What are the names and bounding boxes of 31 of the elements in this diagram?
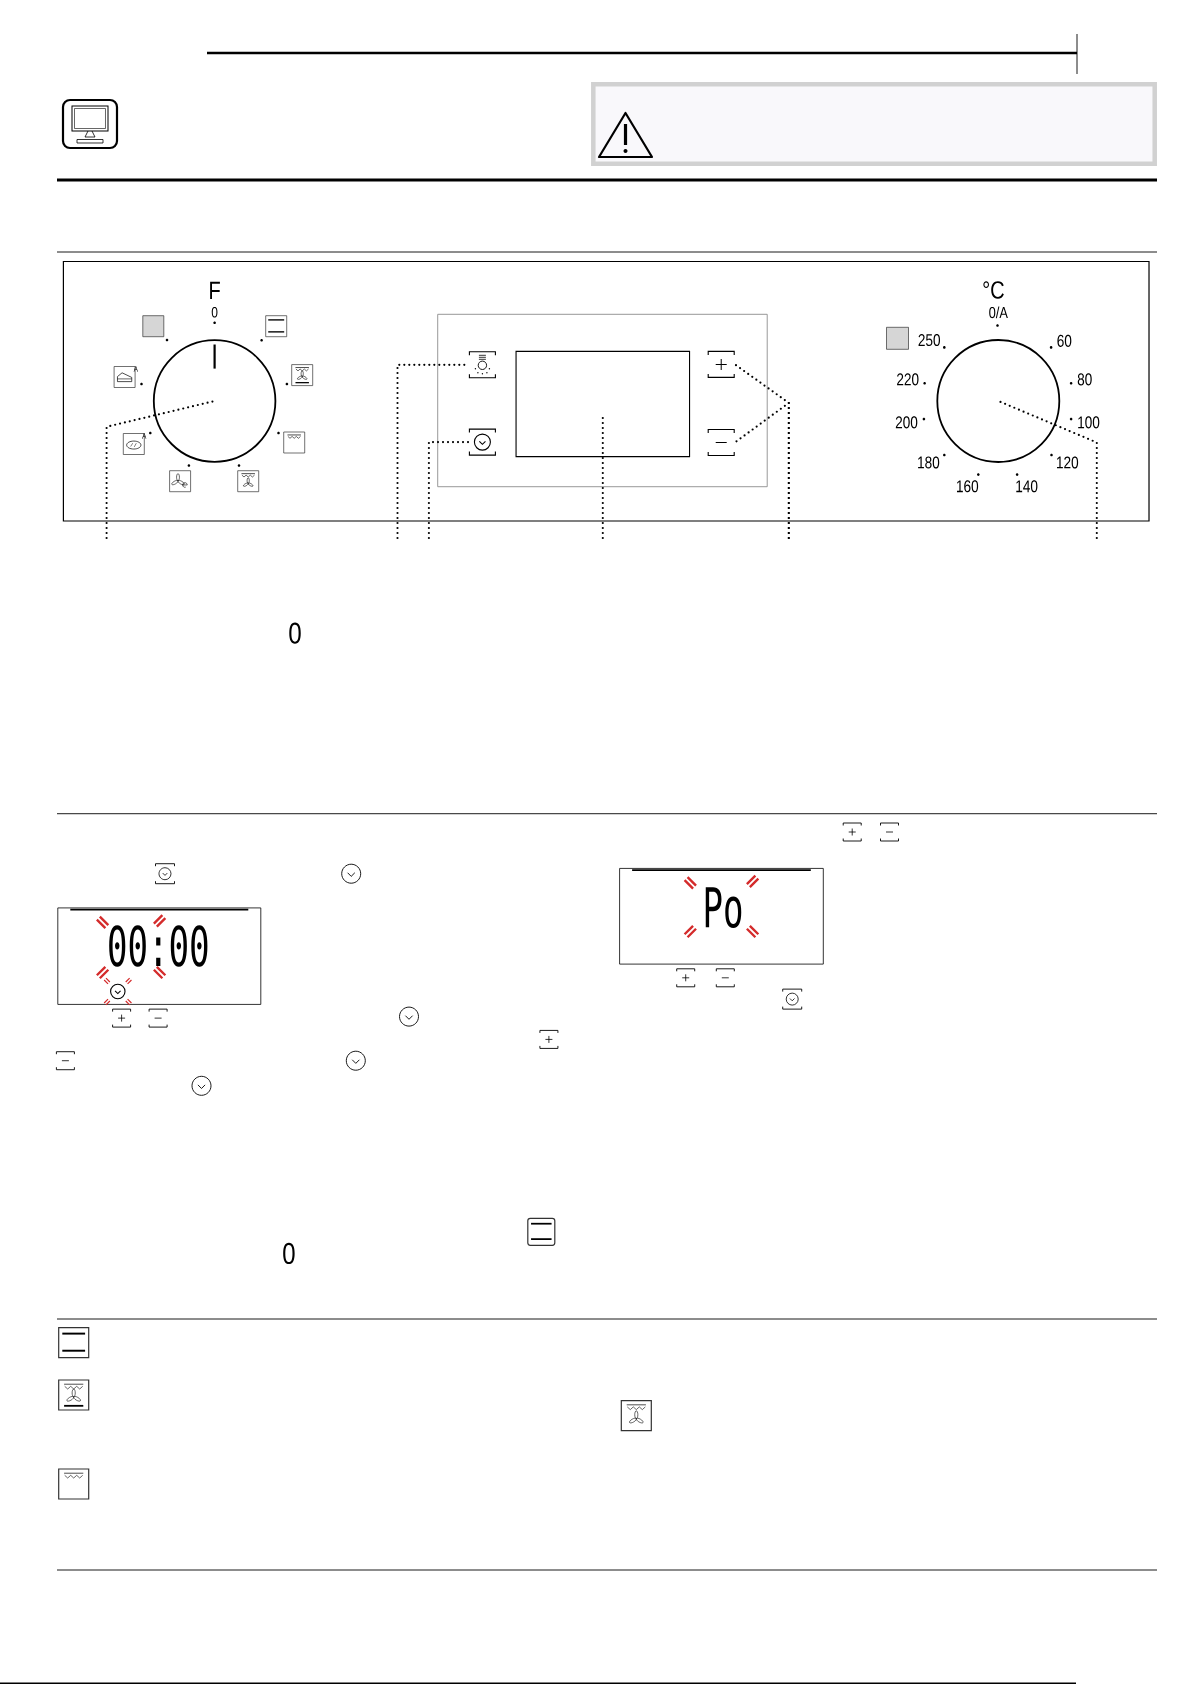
digit: 0 xyxy=(289,622,301,644)
leader-line xyxy=(105,399,216,540)
icon-letter: A xyxy=(142,433,147,439)
display-screen: Po xyxy=(619,868,824,965)
leader-line xyxy=(733,400,790,540)
temperature-label: 100 xyxy=(1078,416,1100,429)
leader-line xyxy=(601,416,604,540)
clock-button xyxy=(468,428,496,456)
temperature-label: 80 xyxy=(1077,373,1092,386)
minus-button xyxy=(707,428,735,457)
temperature-label: 60 xyxy=(1057,334,1072,347)
temperature-label: 250 xyxy=(918,334,940,347)
dial-label: 0/A xyxy=(989,306,1008,319)
dial-label: F xyxy=(210,281,220,299)
temperature-label: 120 xyxy=(1057,456,1079,469)
plus-button xyxy=(707,350,735,378)
dial-label: 0 xyxy=(211,306,218,318)
digit: 0 xyxy=(283,1242,295,1265)
icon-letter: A xyxy=(133,366,138,372)
display-screen: 00:00 xyxy=(57,907,262,1005)
temperature-label: 160 xyxy=(957,480,979,493)
leader-line xyxy=(997,399,1098,540)
leader-line xyxy=(427,441,470,540)
temperature-label: 140 xyxy=(1016,480,1038,493)
dial-label: °C xyxy=(983,281,1004,299)
temperature-label: 200 xyxy=(895,416,918,429)
display-screen xyxy=(515,350,691,458)
temperature-label: 220 xyxy=(897,373,919,386)
light-button xyxy=(468,351,496,379)
temperature-label: 180 xyxy=(918,456,940,469)
selector-knob xyxy=(152,339,277,463)
